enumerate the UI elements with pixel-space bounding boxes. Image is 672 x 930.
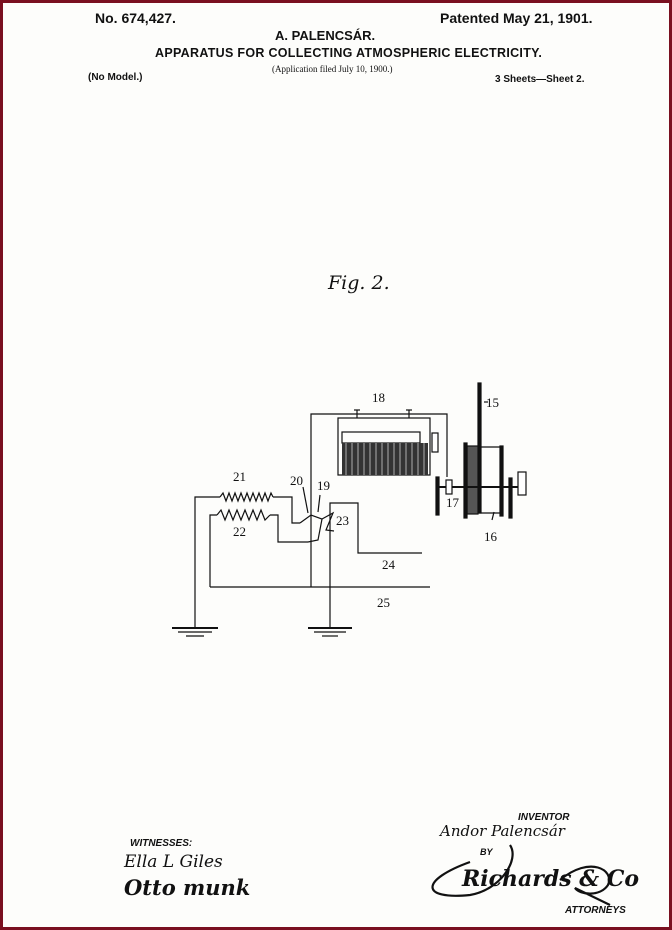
- label-24: 24: [382, 557, 395, 572]
- by-label: BY: [480, 847, 493, 857]
- label-23: 23: [336, 513, 349, 528]
- attorneys-label: ATTORNEYS: [565, 905, 626, 916]
- model-note: (No Model.): [88, 72, 143, 83]
- wire: [310, 413, 448, 512]
- crank-collar: [445, 479, 453, 495]
- terminal-icon: [354, 409, 360, 418]
- sheet-number: 3 Sheets—Sheet 2.: [495, 74, 585, 85]
- terminal-icon: [406, 409, 412, 418]
- resistor-22: [216, 508, 271, 522]
- wire: [270, 514, 308, 543]
- patent-number: No. 674,427.: [95, 10, 176, 26]
- label-19: 19: [317, 478, 330, 493]
- label-17: 17: [446, 495, 459, 510]
- spool-winding: [466, 445, 479, 515]
- coil-winding: [342, 443, 428, 475]
- inventor-label: INVENTOR: [518, 812, 570, 823]
- ground-icon: [308, 627, 352, 637]
- patented-date: Patented May 21, 1901.: [440, 10, 593, 26]
- wire: [194, 496, 220, 627]
- figure-caption: Fig. 2.: [328, 272, 390, 294]
- witness-signature-1: Ella L Giles: [124, 852, 223, 872]
- application-date: (Application filed July 10, 1900.): [272, 64, 393, 74]
- inventor-name: A. PALENCSÁR.: [275, 28, 376, 43]
- label-18: 18: [372, 390, 385, 405]
- crank: [435, 476, 440, 516]
- label-22: 22: [233, 524, 246, 539]
- label-25: 25: [377, 595, 390, 610]
- coil-roller: [341, 431, 421, 444]
- ground-icon: [172, 627, 218, 637]
- attorney-signature: Richards & Co: [462, 866, 640, 892]
- switch-arm: [321, 511, 335, 532]
- inventor-signature: Andor Palencsár: [440, 822, 565, 840]
- label-20: 20: [290, 473, 303, 488]
- coil-lines: [345, 443, 425, 475]
- attorney-signature-flourish: [431, 844, 514, 897]
- spool-flange: [463, 442, 468, 519]
- witness-signature-2: Otto munk: [124, 875, 251, 900]
- patent-title: APPARATUS FOR COLLECTING ATMOSPHERIC ELE…: [155, 46, 543, 60]
- resistor-21: [219, 491, 274, 503]
- spool-flange: [499, 445, 504, 517]
- witnesses-label: WITNESSES:: [130, 838, 193, 849]
- label-21: 21: [233, 469, 246, 484]
- label-15: 15: [486, 395, 499, 410]
- crank: [508, 477, 513, 519]
- label-16: 16: [484, 529, 497, 544]
- crank-handle: [517, 471, 527, 496]
- wire: [273, 496, 300, 524]
- wire: [329, 502, 422, 627]
- wire: [209, 514, 217, 587]
- coil-knob: [431, 432, 439, 453]
